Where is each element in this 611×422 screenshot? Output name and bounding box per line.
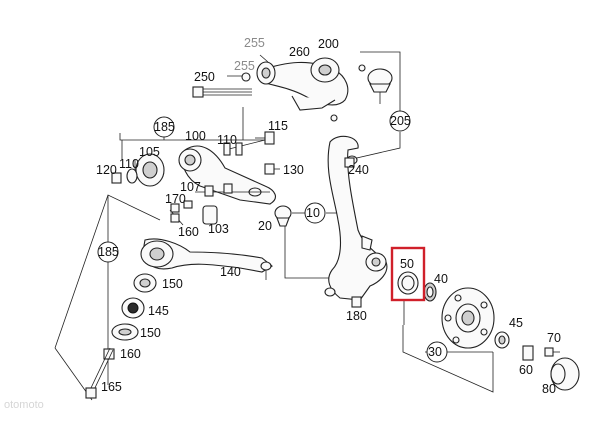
part-labels: 255 260 200 255 250 185 100 110 115 205 … (96, 36, 561, 396)
bolt-107 (195, 183, 270, 197)
nut-120 (111, 172, 122, 184)
label-200: 200 (318, 37, 339, 51)
bubble-10 (304, 202, 326, 224)
snap-ring-40 (423, 282, 437, 302)
label-205: 205 (390, 114, 411, 128)
label-160-bottom: 160 (120, 347, 141, 361)
highlight-box-50 (390, 246, 426, 302)
nut-170 (170, 203, 180, 213)
bolt-180 (351, 296, 362, 308)
label-150-top: 150 (162, 277, 183, 291)
label-130: 130 (283, 163, 304, 177)
upper-ball-joint (367, 68, 393, 104)
label-80: 80 (542, 382, 556, 396)
label-145: 145 (148, 304, 169, 318)
label-40: 40 (434, 272, 448, 286)
washer-255 (241, 72, 251, 82)
washer-top (358, 64, 366, 72)
dust-cap-80 (550, 357, 580, 391)
washers-110 (223, 142, 243, 156)
steering-knuckle-10 (324, 135, 388, 301)
wheel-bearing-50 (397, 271, 419, 295)
label-140: 140 (220, 265, 241, 279)
bolt-115 (224, 131, 275, 151)
label-120: 120 (96, 163, 117, 177)
ball-joint-20 (274, 205, 292, 227)
label-160-top: 160 (178, 225, 199, 239)
label-50: 50 (400, 257, 414, 271)
label-250: 250 (194, 70, 215, 84)
label-110-left: 110 (119, 157, 139, 171)
label-240: 240 (348, 163, 369, 177)
bushing-145 (121, 297, 145, 319)
label-30: 30 (428, 345, 442, 359)
label-45: 45 (509, 316, 523, 330)
label-115: 115 (268, 119, 288, 133)
label-180: 180 (346, 309, 367, 323)
nut-240 (344, 157, 355, 168)
bushing-150-bottom (111, 323, 139, 341)
nut-160-top (170, 213, 180, 223)
label-185-top: 185 (154, 120, 175, 134)
label-105: 105 (139, 145, 160, 159)
label-255-mid: 255 (234, 59, 255, 73)
wheel-hub-30 (441, 287, 495, 349)
label-70: 70 (547, 331, 561, 345)
label-20: 20 (258, 219, 272, 233)
label-170: 170 (165, 192, 186, 206)
label-150-bottom: 150 (140, 326, 161, 340)
bubble-185-left (97, 241, 119, 263)
bubble-30 (426, 341, 448, 363)
label-103: 103 (208, 222, 229, 236)
lower-control-arm-140 (140, 238, 273, 280)
label-185-left: 185 (98, 245, 119, 259)
bushing-103 (202, 205, 218, 225)
bushing-150-top (133, 273, 157, 293)
bolt-70 (544, 347, 560, 357)
bushing-105 (126, 153, 165, 187)
washer-107 (183, 200, 193, 209)
leader-lines (54, 51, 494, 401)
bolt-130 (264, 163, 280, 175)
bubble-205 (389, 110, 411, 132)
nut-45 (494, 331, 510, 349)
bolt-165 (85, 347, 114, 399)
label-255-top: 255 (244, 36, 265, 50)
upper-control-arm (256, 57, 349, 122)
bubble-185-top (153, 116, 175, 138)
tension-strut-100 (178, 145, 276, 205)
label-165: 165 (101, 380, 122, 394)
label-260: 260 (289, 45, 310, 59)
label-60: 60 (519, 363, 533, 377)
label-10: 10 (306, 206, 320, 220)
label-107: 107 (180, 180, 201, 194)
label-110-right: 110 (217, 133, 237, 147)
bolt-250 (192, 86, 252, 98)
label-100: 100 (185, 129, 206, 143)
cap-60 (522, 345, 534, 361)
watermark: otomoto (4, 399, 44, 411)
